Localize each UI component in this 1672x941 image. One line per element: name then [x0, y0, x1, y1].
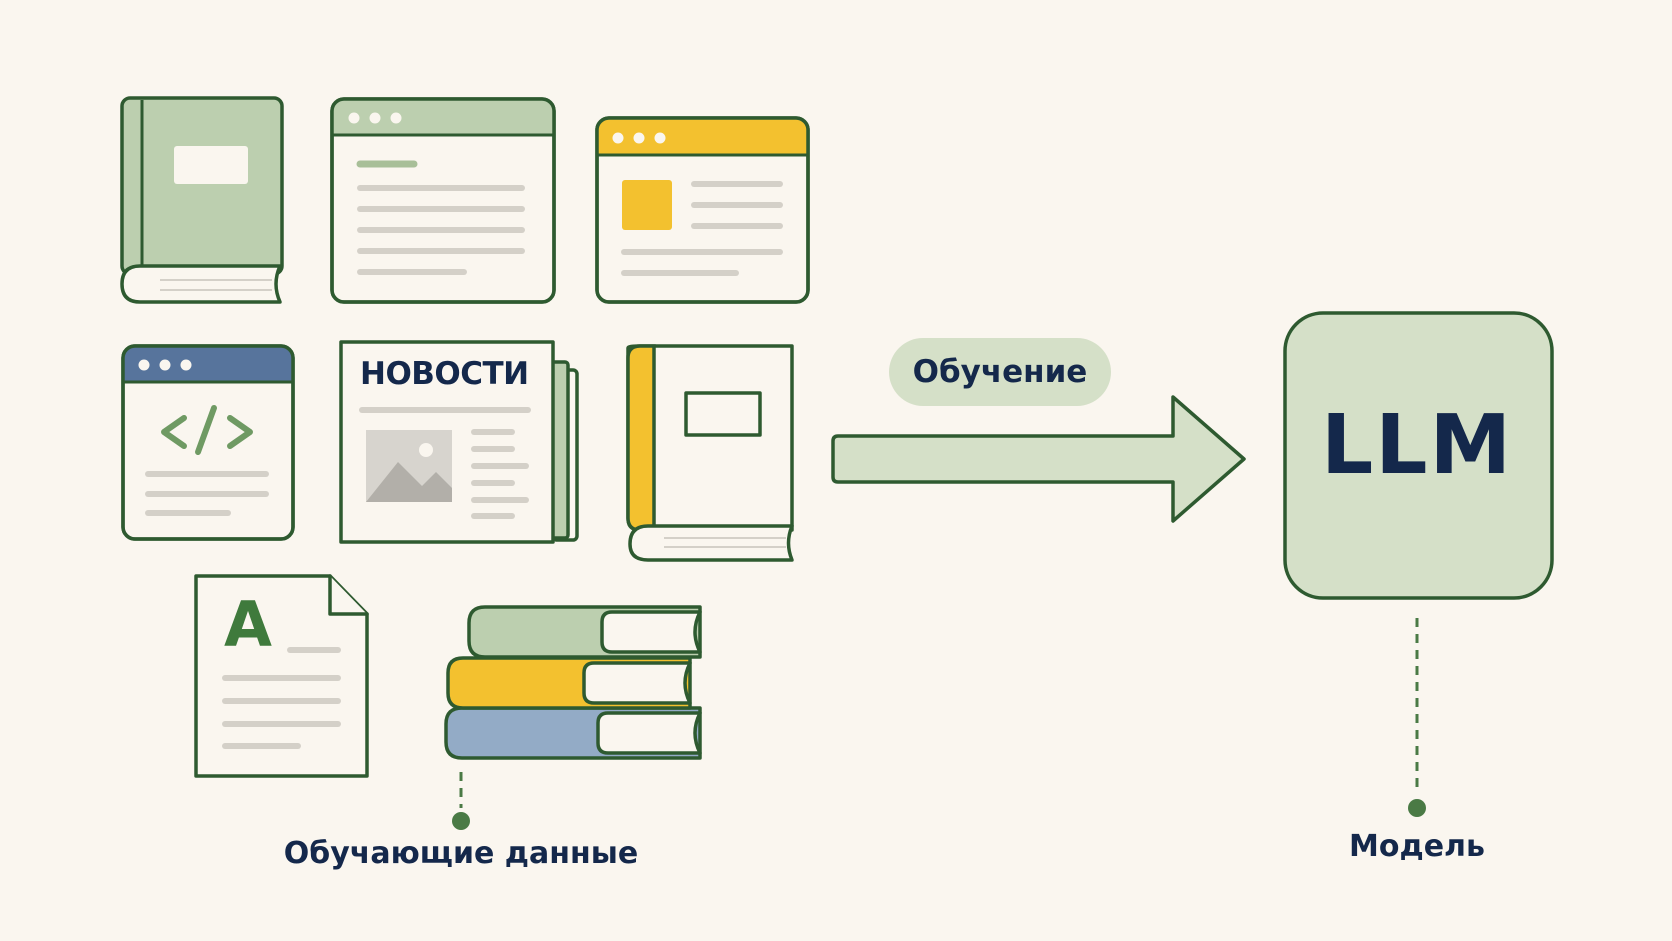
sources-connector	[452, 772, 470, 830]
training-arrow-icon	[831, 395, 1246, 523]
document-letter: A	[224, 588, 272, 661]
text-document-icon	[194, 574, 369, 778]
code-brackets-icon	[161, 405, 253, 455]
model-caption: Модель	[1349, 829, 1485, 864]
newspaper-icon	[339, 340, 579, 544]
training-label: Обучение	[912, 354, 1088, 390]
book-stack-icon	[444, 605, 702, 760]
llm-model-box	[1283, 311, 1554, 600]
training-pill: Обучение	[889, 338, 1111, 406]
model-connector	[1408, 618, 1426, 817]
browser-article-icon	[330, 97, 556, 304]
book-yellow-icon	[626, 344, 794, 562]
newspaper-title: НОВОСТИ	[360, 356, 529, 392]
llm-label: LLM	[1320, 398, 1514, 493]
browser-card-icon	[595, 116, 810, 304]
book-green-icon	[120, 96, 284, 304]
browser-code-icon	[121, 344, 295, 541]
training-data-caption: Обучающие данные	[283, 836, 639, 871]
image-placeholder-icon	[366, 430, 452, 502]
